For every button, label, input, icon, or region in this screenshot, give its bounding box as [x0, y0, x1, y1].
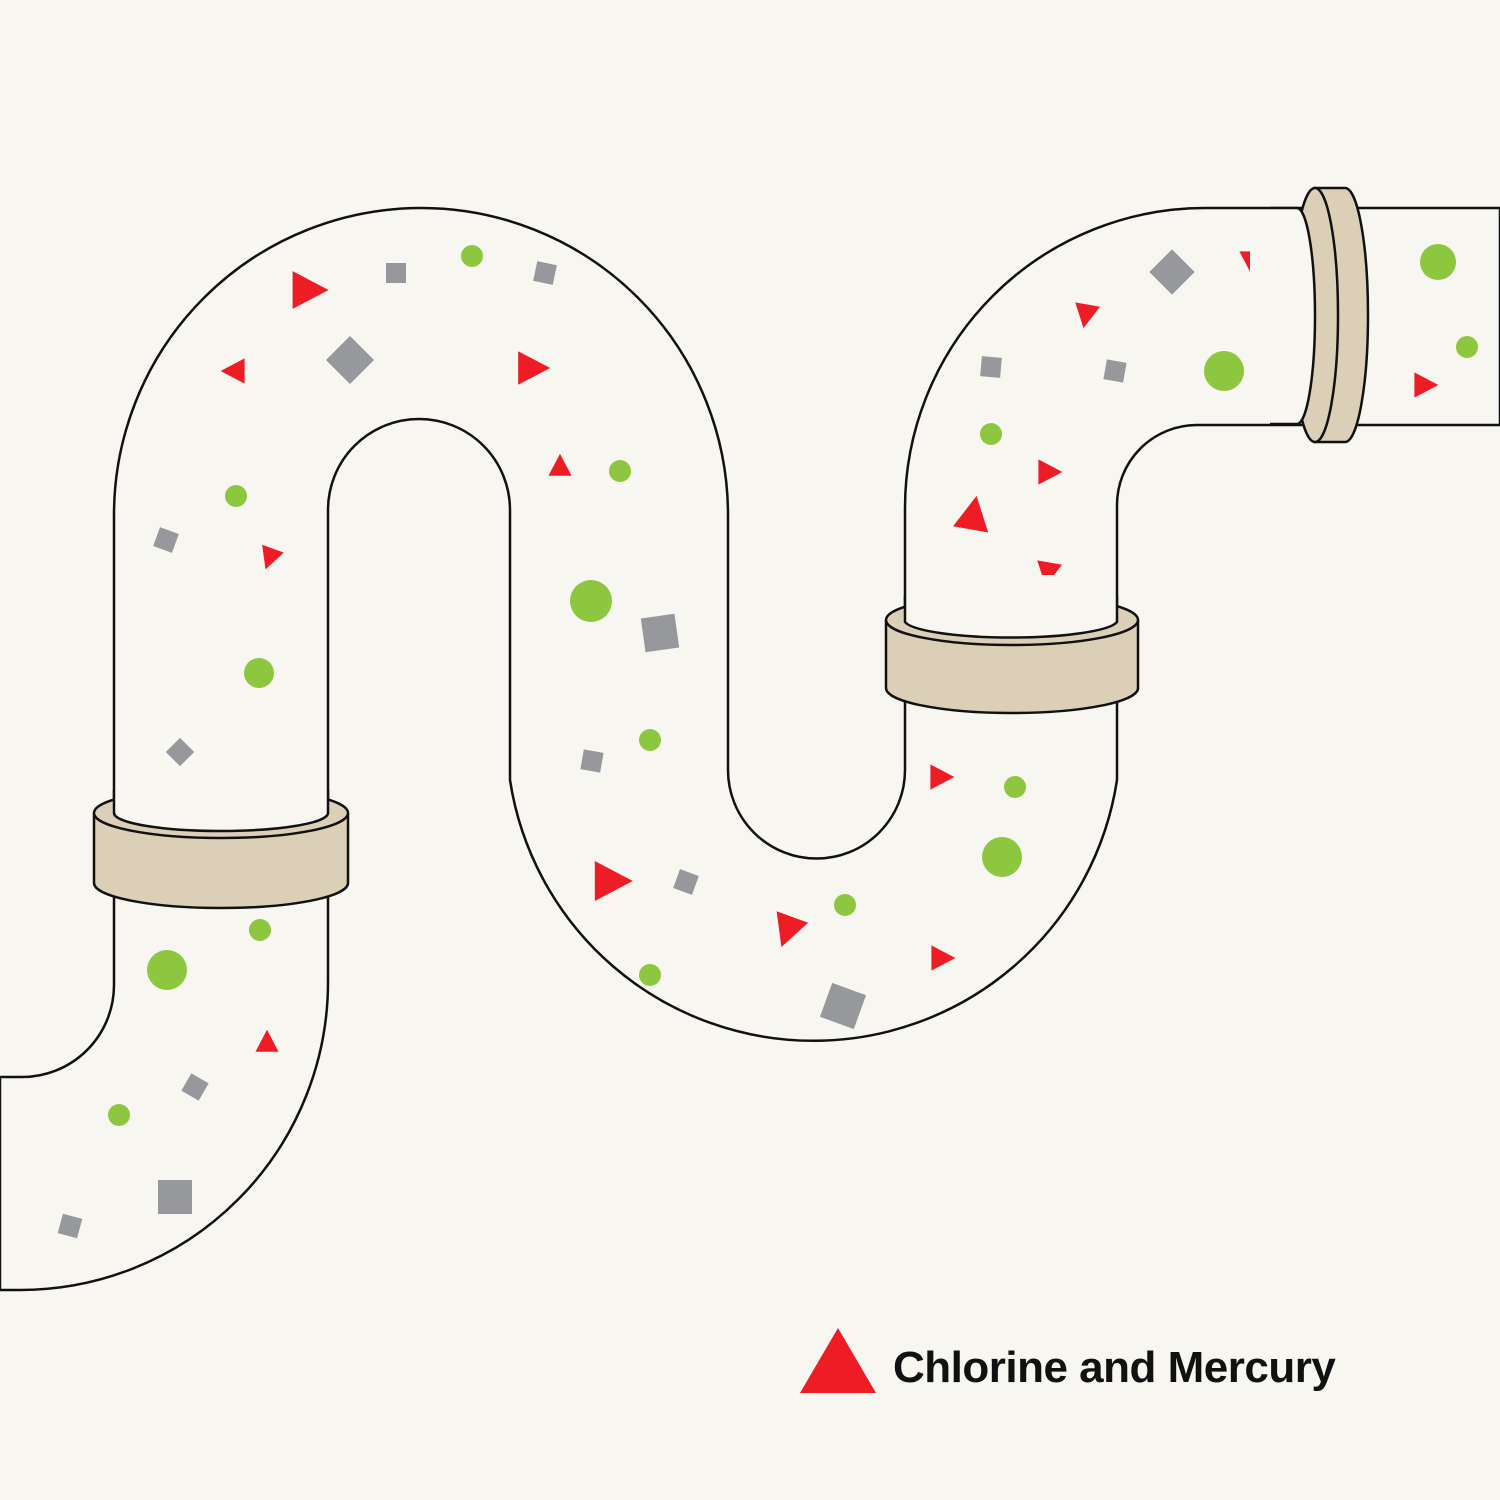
coupling-middle — [884, 575, 1140, 715]
red-triangle-particle — [255, 1029, 279, 1052]
legend: Chlorine and Mercury — [800, 1328, 1337, 1393]
pipe-couplings — [92, 186, 1370, 910]
gray-square-particle — [1103, 359, 1127, 383]
red-triangle-particle — [953, 495, 989, 533]
red-triangle-particle — [931, 945, 956, 971]
green-circle-particle — [609, 460, 631, 482]
gray-square-particle — [158, 1180, 192, 1214]
green-circle-particle — [1420, 244, 1456, 280]
gray-square-particle — [640, 613, 680, 653]
green-circle-particle — [639, 964, 661, 986]
red-triangle-particle — [776, 911, 809, 948]
green-circle-particle — [1456, 336, 1478, 358]
red-triangle-particle — [292, 271, 329, 309]
green-circle-particle — [147, 950, 187, 990]
gray-square-particle — [819, 982, 867, 1030]
red-triangle-icon — [800, 1328, 876, 1393]
gray-square-particle — [181, 1073, 209, 1101]
gray-square-particle — [386, 263, 406, 283]
gray-square-particle — [165, 737, 195, 767]
red-triangle-particle — [594, 861, 633, 901]
gray-square-particle — [533, 261, 557, 285]
green-circle-particle — [461, 245, 483, 267]
red-triangle-particle — [1038, 459, 1063, 485]
green-circle-particle — [1004, 776, 1026, 798]
green-circle-particle — [982, 837, 1022, 877]
red-triangle-particle — [1075, 302, 1101, 329]
green-circle-particle — [570, 580, 612, 622]
red-triangle-particle — [518, 351, 551, 385]
gray-square-particle — [57, 1213, 83, 1239]
green-circle-particle — [249, 919, 271, 941]
legend-label: Chlorine and Mercury — [893, 1343, 1336, 1392]
red-triangle-particle — [262, 544, 284, 570]
gray-square-particle — [673, 869, 699, 895]
green-circle-particle — [244, 658, 274, 688]
green-circle-particle — [1204, 351, 1244, 391]
gray-square-particle — [325, 335, 375, 385]
red-triangle-particle — [1414, 372, 1439, 398]
green-circle-particle — [108, 1104, 130, 1126]
green-circle-particle — [639, 729, 661, 751]
green-circle-particle — [834, 894, 856, 916]
red-triangle-particle — [548, 453, 572, 476]
green-circle-particle — [225, 485, 247, 507]
red-triangle-particle — [220, 358, 245, 384]
coupling-left — [92, 770, 350, 910]
red-triangle-particle — [930, 764, 955, 790]
coupling-right — [1250, 186, 1370, 444]
green-circle-particle — [980, 423, 1002, 445]
gray-square-particle — [580, 749, 604, 773]
gray-square-particle — [980, 356, 1002, 378]
gray-square-particle — [153, 527, 179, 553]
